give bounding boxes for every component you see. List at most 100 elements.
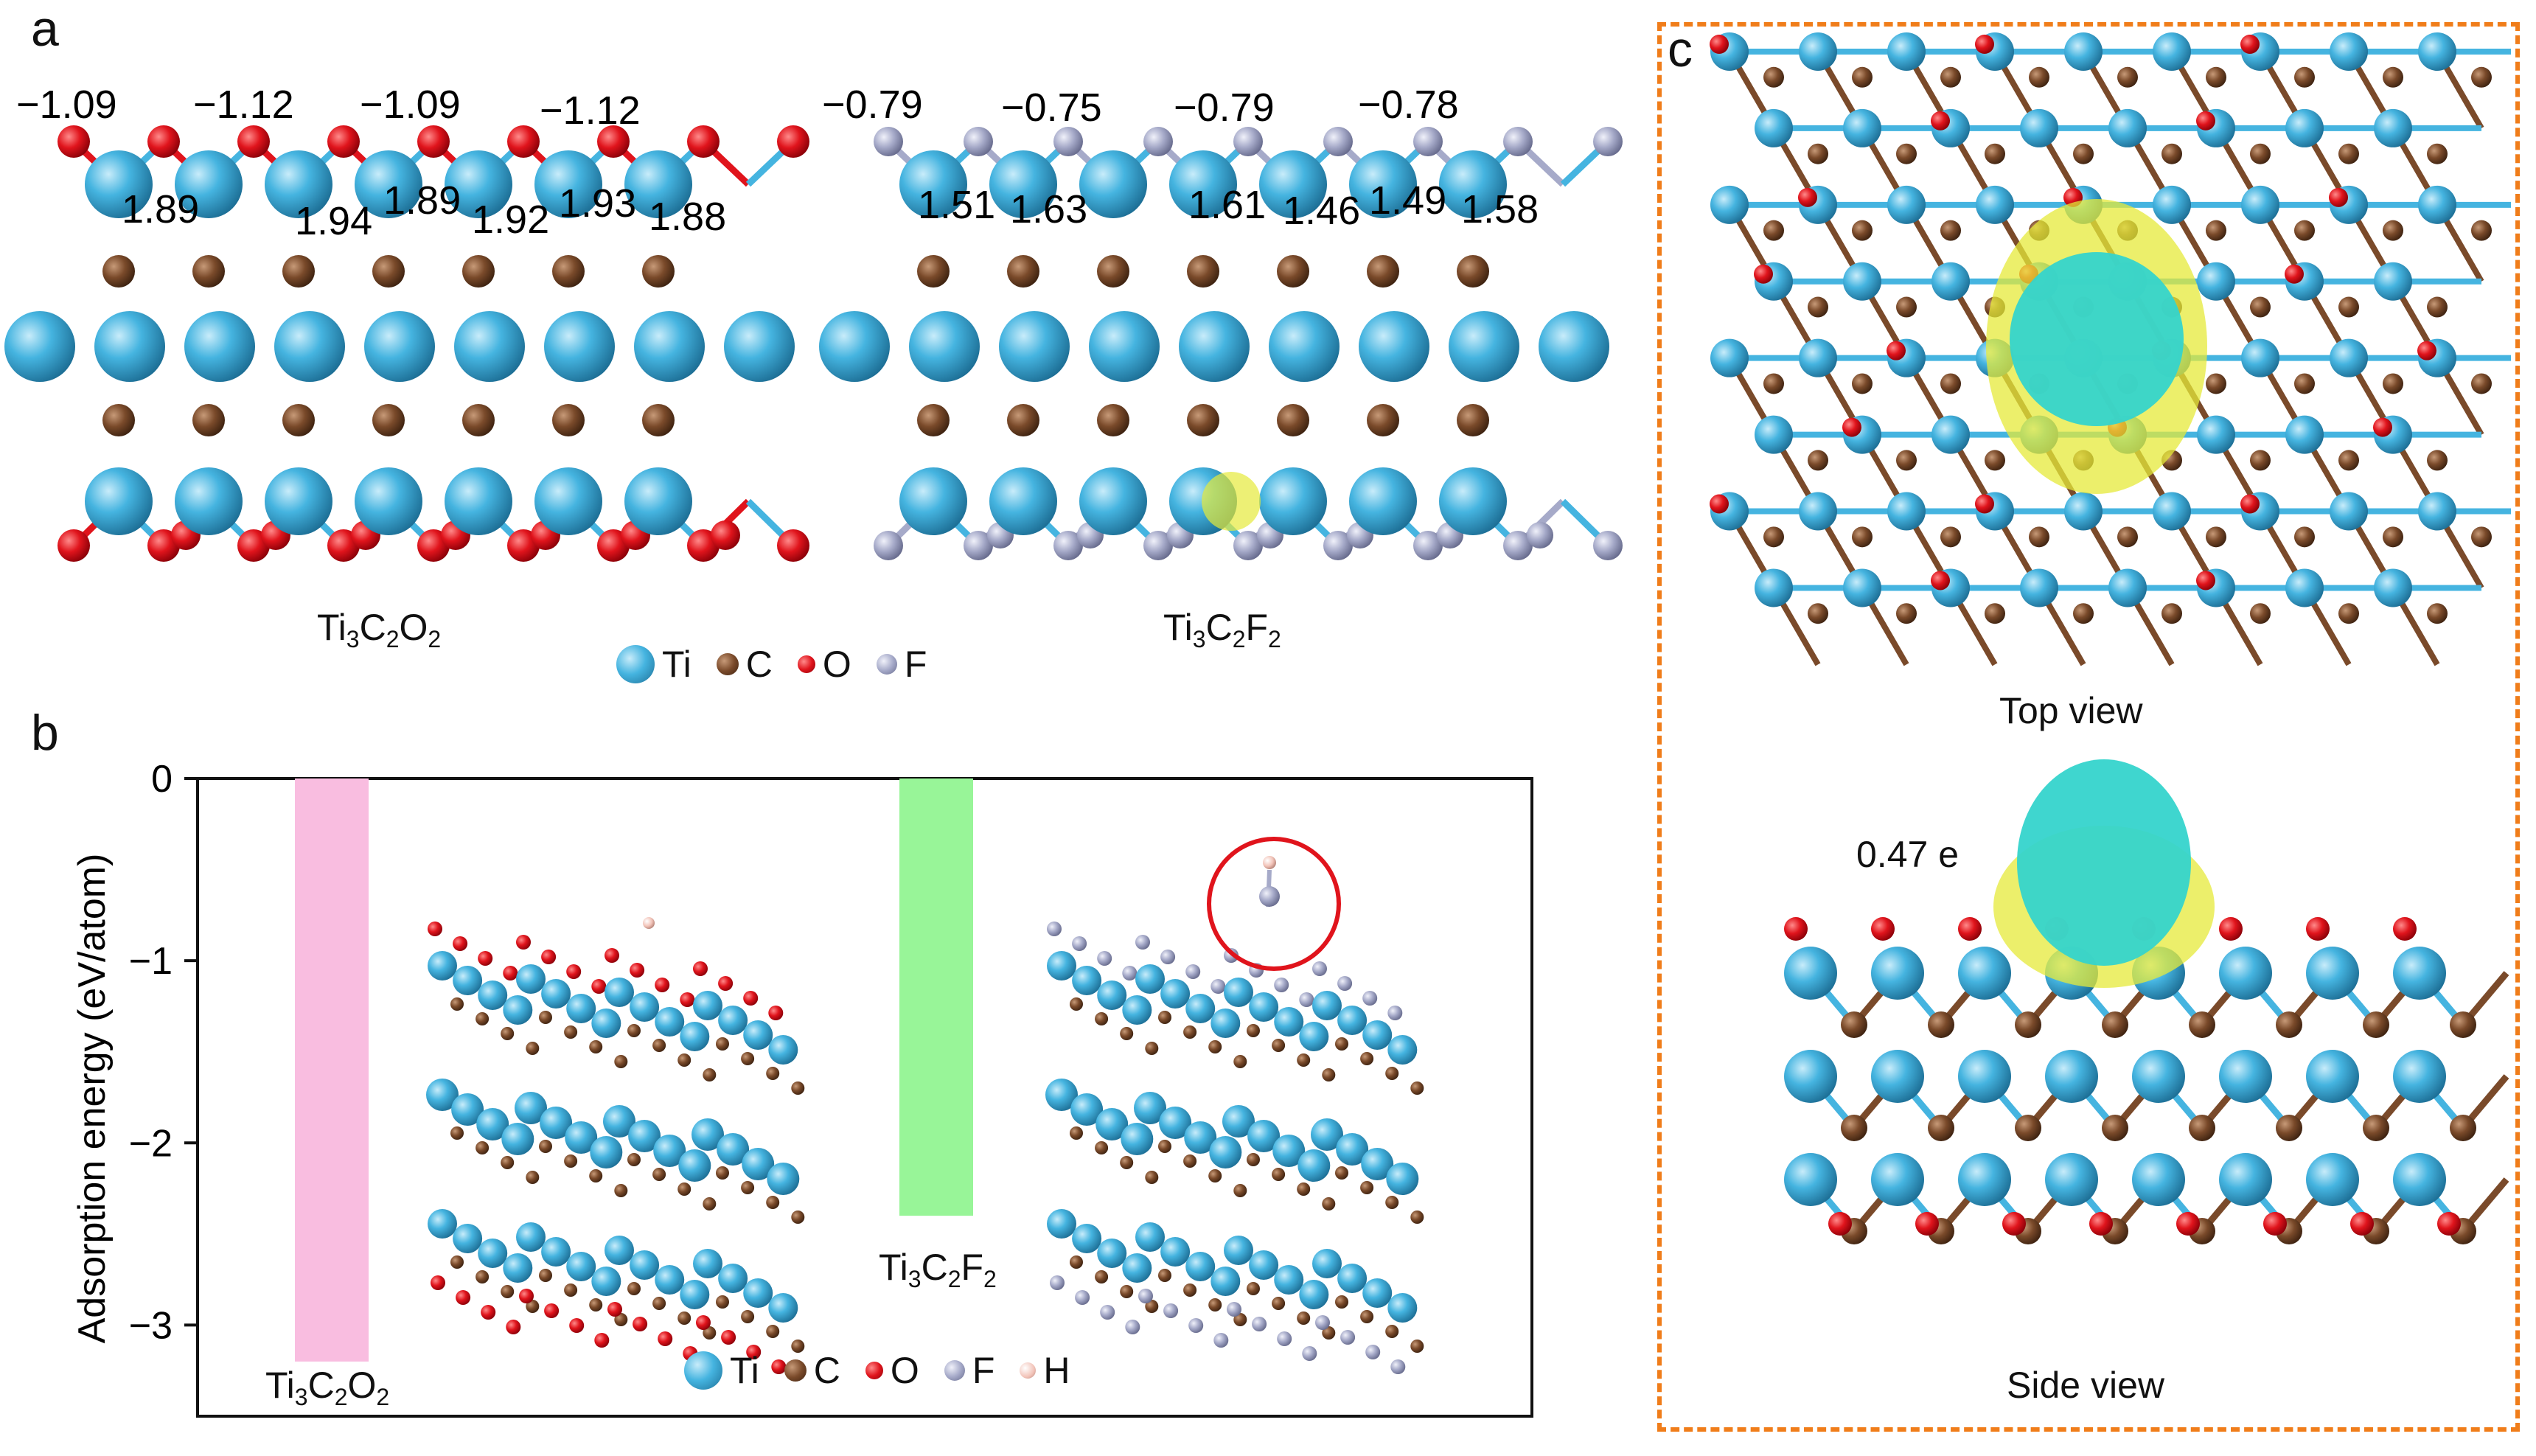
- c-atom: [1335, 1166, 1348, 1180]
- ti-atom: [1224, 1236, 1253, 1265]
- ti-atom: [1312, 1249, 1342, 1278]
- c-atom: [2471, 220, 2492, 241]
- c-atom: [462, 255, 495, 288]
- c-atom: [1233, 1313, 1247, 1326]
- c-atom: [1808, 603, 1828, 624]
- f-atom: [1233, 531, 1263, 560]
- ti-atom: [1387, 1035, 1418, 1065]
- c-atom: [564, 1154, 578, 1168]
- c-atom: [1940, 373, 1961, 394]
- ti-atom: [2393, 1153, 2446, 1206]
- panel-c-label: c: [1668, 21, 1693, 77]
- ti-atom: [534, 150, 602, 218]
- ti-atom: [1089, 311, 1160, 382]
- f-atom: [1233, 127, 1263, 156]
- c-atom: [2206, 66, 2226, 88]
- ti3c2o2-3d-structure: [426, 917, 805, 1374]
- c-atom: [2117, 66, 2138, 88]
- ti-atom: [85, 150, 153, 218]
- ti-atom: [355, 467, 422, 535]
- ti-atom: [428, 951, 457, 980]
- c-atom: [642, 404, 675, 436]
- ti-atom: [1160, 1237, 1191, 1267]
- c-atom: [2161, 603, 2182, 624]
- c-atom: [1763, 526, 1784, 548]
- f-atom: [1050, 1275, 1065, 1290]
- cyan-isosurface: [2017, 759, 2191, 966]
- ti-atom: [1843, 262, 1881, 301]
- f-atom: [1252, 1317, 1267, 1331]
- ti-atom: [1259, 150, 1327, 218]
- c-atom: [2450, 1011, 2476, 1038]
- ti-atom: [1784, 1153, 1837, 1206]
- c-atom: [677, 1053, 692, 1067]
- c-atom: [192, 404, 225, 436]
- c-atom: [501, 1156, 515, 1169]
- c-atom: [1145, 1042, 1159, 1055]
- ti-atom: [1209, 1136, 1242, 1168]
- o-atom: [1931, 571, 1950, 591]
- c-atom: [2363, 1011, 2389, 1038]
- c-atom: [2073, 603, 2094, 624]
- f-atom: [1188, 1318, 1204, 1333]
- f-atom: [1365, 1345, 1381, 1359]
- o-atom: [1871, 917, 1895, 941]
- f-atom: [874, 531, 903, 560]
- c-atom: [1145, 1300, 1159, 1313]
- ti-atom: [1135, 1222, 1165, 1252]
- o-atom: [693, 961, 708, 976]
- c-atom: [539, 1011, 552, 1024]
- ti-atom: [1047, 951, 1076, 980]
- c-atom: [627, 1282, 641, 1295]
- c-atom: [539, 1140, 552, 1153]
- f-atom: [1143, 127, 1173, 156]
- c-atom: [475, 1141, 490, 1154]
- ti-atom: [1121, 1123, 1154, 1155]
- c-atom: [766, 1067, 780, 1080]
- ti-atom: [1259, 467, 1327, 535]
- c-atom: [1385, 1067, 1399, 1080]
- ti-atom: [2020, 108, 2058, 147]
- ti-atom: [566, 1252, 596, 1281]
- charge-ti-r2: 1.63: [1010, 187, 1087, 231]
- c-atom: [1360, 1310, 1374, 1323]
- c-atom: [2102, 1011, 2128, 1038]
- c-atom: [703, 1326, 717, 1340]
- ti-atom: [1210, 1267, 1241, 1296]
- ti-atom: [2330, 492, 2368, 531]
- top-view-caption: Top view: [1999, 690, 2143, 731]
- c-atom: [2250, 143, 2271, 164]
- ti-atom: [544, 311, 615, 382]
- o-atom: [687, 125, 720, 158]
- c-atom: [1070, 1255, 1083, 1269]
- ti-atom: [630, 992, 660, 1022]
- o-atom: [2285, 264, 2304, 284]
- ti-atom: [1362, 1020, 1393, 1050]
- adsorbed-f-atom: [1259, 886, 1280, 907]
- c-atom: [564, 1025, 578, 1039]
- ti-atom: [2197, 262, 2235, 301]
- ti-atom: [1299, 1022, 1329, 1051]
- c-atom: [1928, 1011, 1954, 1038]
- ti-atom: [1249, 1250, 1279, 1280]
- c-atom: [2161, 143, 2182, 164]
- side-view-caption: Side view: [2007, 1365, 2164, 1406]
- o-atom: [1975, 494, 1994, 514]
- c-atom: [192, 255, 225, 288]
- ti-atom: [2108, 108, 2147, 147]
- c-atom: [766, 1196, 780, 1209]
- c-atom: [2294, 526, 2315, 548]
- c-atom: [791, 1081, 805, 1095]
- ti-atom: [1439, 150, 1507, 218]
- c-atom: [282, 255, 315, 288]
- o-atom: [1842, 417, 1861, 437]
- f-atom: [1100, 1305, 1115, 1320]
- o-atom: [2329, 187, 2348, 207]
- f-atom: [1337, 976, 1353, 991]
- ti-atom: [2219, 947, 2272, 1000]
- o-atom: [777, 125, 809, 158]
- ti-atom: [628, 1120, 661, 1152]
- ti-atom: [630, 1250, 660, 1280]
- legend-f-label: F: [904, 644, 927, 685]
- f-atom: [1075, 1290, 1090, 1305]
